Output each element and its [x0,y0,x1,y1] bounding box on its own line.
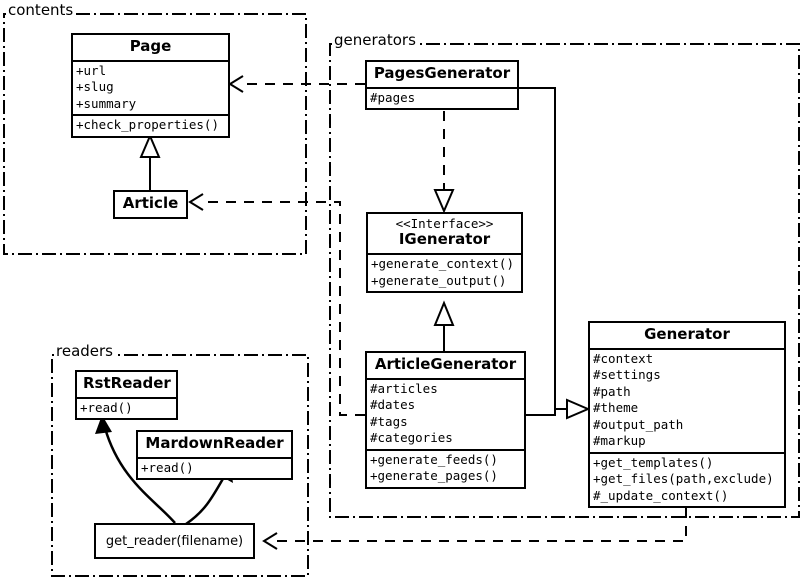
function-node-get-reader[interactable]: get_reader(filename) [94,523,255,559]
attribute-row: #output_path [593,416,684,432]
class-box-page[interactable]: Page +url +slug +summary +check_properti… [71,33,230,138]
method-row: #_update_context() [593,487,729,503]
class-name-pagesgenerator: PagesGenerator [373,64,511,82]
method-row: +check_properties() [76,117,219,133]
class-methods-articlegenerator: +generate_feeds() +generate_pages() [367,448,524,487]
relation-generator-depends-get-reader [262,508,687,550]
method-row: +generate_pages() [370,468,498,484]
method-row: +read() [141,459,194,475]
class-methods-page: +check_properties() [73,114,228,136]
class-stereotype-igenerator: <<Interface>> [395,216,494,231]
class-box-mardownreader[interactable]: MardownReader +read() [136,430,293,481]
class-box-articlegenerator[interactable]: ArticleGenerator #articles #dates #tags … [365,351,526,489]
class-name-article: Article [122,194,179,212]
class-attributes-articlegenerator: #articles #dates #tags #categories [367,377,524,449]
class-methods-mardownreader: +read() [138,456,291,479]
attribute-row: #markup [593,433,646,449]
attribute-row: +summary [76,95,137,111]
class-name-articlegenerator: ArticleGenerator [374,355,517,373]
class-box-igenerator[interactable]: <<Interface>> IGenerator +generate_conte… [366,212,523,294]
class-name-rstreader: RstReader [83,374,171,392]
method-row: +generate_context() [371,256,514,272]
attribute-row: +url [76,62,107,78]
relation-articlegenerator-generalizes-generator [526,409,556,416]
relation-articlegenerator-depends-article [188,193,365,416]
relation-article-generalizes-page [139,133,161,190]
class-box-rstreader[interactable]: RstReader +read() [75,370,178,421]
class-name-igenerator: <<Interface>> IGenerator [368,214,521,253]
method-row: +read() [80,399,133,415]
package-frame-generators [329,43,800,518]
class-name-mardownreader: MardownReader [145,434,284,452]
class-name-generator: Generator [644,325,730,343]
relation-get-reader-to-rstreader [95,415,176,524]
attribute-row: #dates [370,397,416,413]
class-methods-generator: +get_templates() +get_files(path,exclude… [590,451,784,507]
attribute-row: #theme [593,400,639,416]
method-row: +get_files(path,exclude) [593,471,774,487]
package-label-contents: contents [6,1,76,19]
package-frame-readers [51,354,309,577]
attribute-row: #path [593,383,631,399]
attribute-row: #settings [593,367,661,383]
relation-pagesgenerator-realizes-igenerator [433,111,455,214]
package-label-readers: readers [54,342,115,360]
class-box-article[interactable]: Article [113,190,188,219]
method-row: +get_templates() [593,454,714,470]
class-name-text-igenerator: IGenerator [398,230,491,249]
relation-pagesgenerator-depends-page [228,75,365,93]
class-attributes-pagesgenerator: #pages [367,86,517,109]
attribute-row: #pages [370,89,416,105]
package-frame-contents [3,13,307,255]
attribute-row: #context [593,350,654,366]
class-name-page: Page [129,37,172,55]
package-label-generators: generators [332,31,418,49]
function-node-label: get_reader(filename) [105,533,244,549]
attribute-row: #articles [370,380,438,396]
class-box-generator[interactable]: Generator #context #settings #path #them… [588,321,786,509]
class-methods-igenerator: +generate_context() +generate_output() [368,253,521,291]
method-row: +generate_output() [371,272,507,288]
relation-articlegenerator-generalizes-igenerator [433,300,455,351]
method-row: +generate_feeds() [370,451,498,467]
attribute-row: +slug [76,79,114,95]
attribute-row: #categories [370,430,453,446]
class-methods-rstreader: +read() [77,396,176,419]
class-attributes-page: +url +slug +summary [73,59,228,115]
relation-pagesgenerator-generalizes-generator [519,87,591,420]
attribute-row: #tags [370,413,408,429]
class-box-pagesgenerator[interactable]: PagesGenerator #pages [365,60,519,111]
class-attributes-generator: #context #settings #path #theme #output_… [590,347,784,452]
